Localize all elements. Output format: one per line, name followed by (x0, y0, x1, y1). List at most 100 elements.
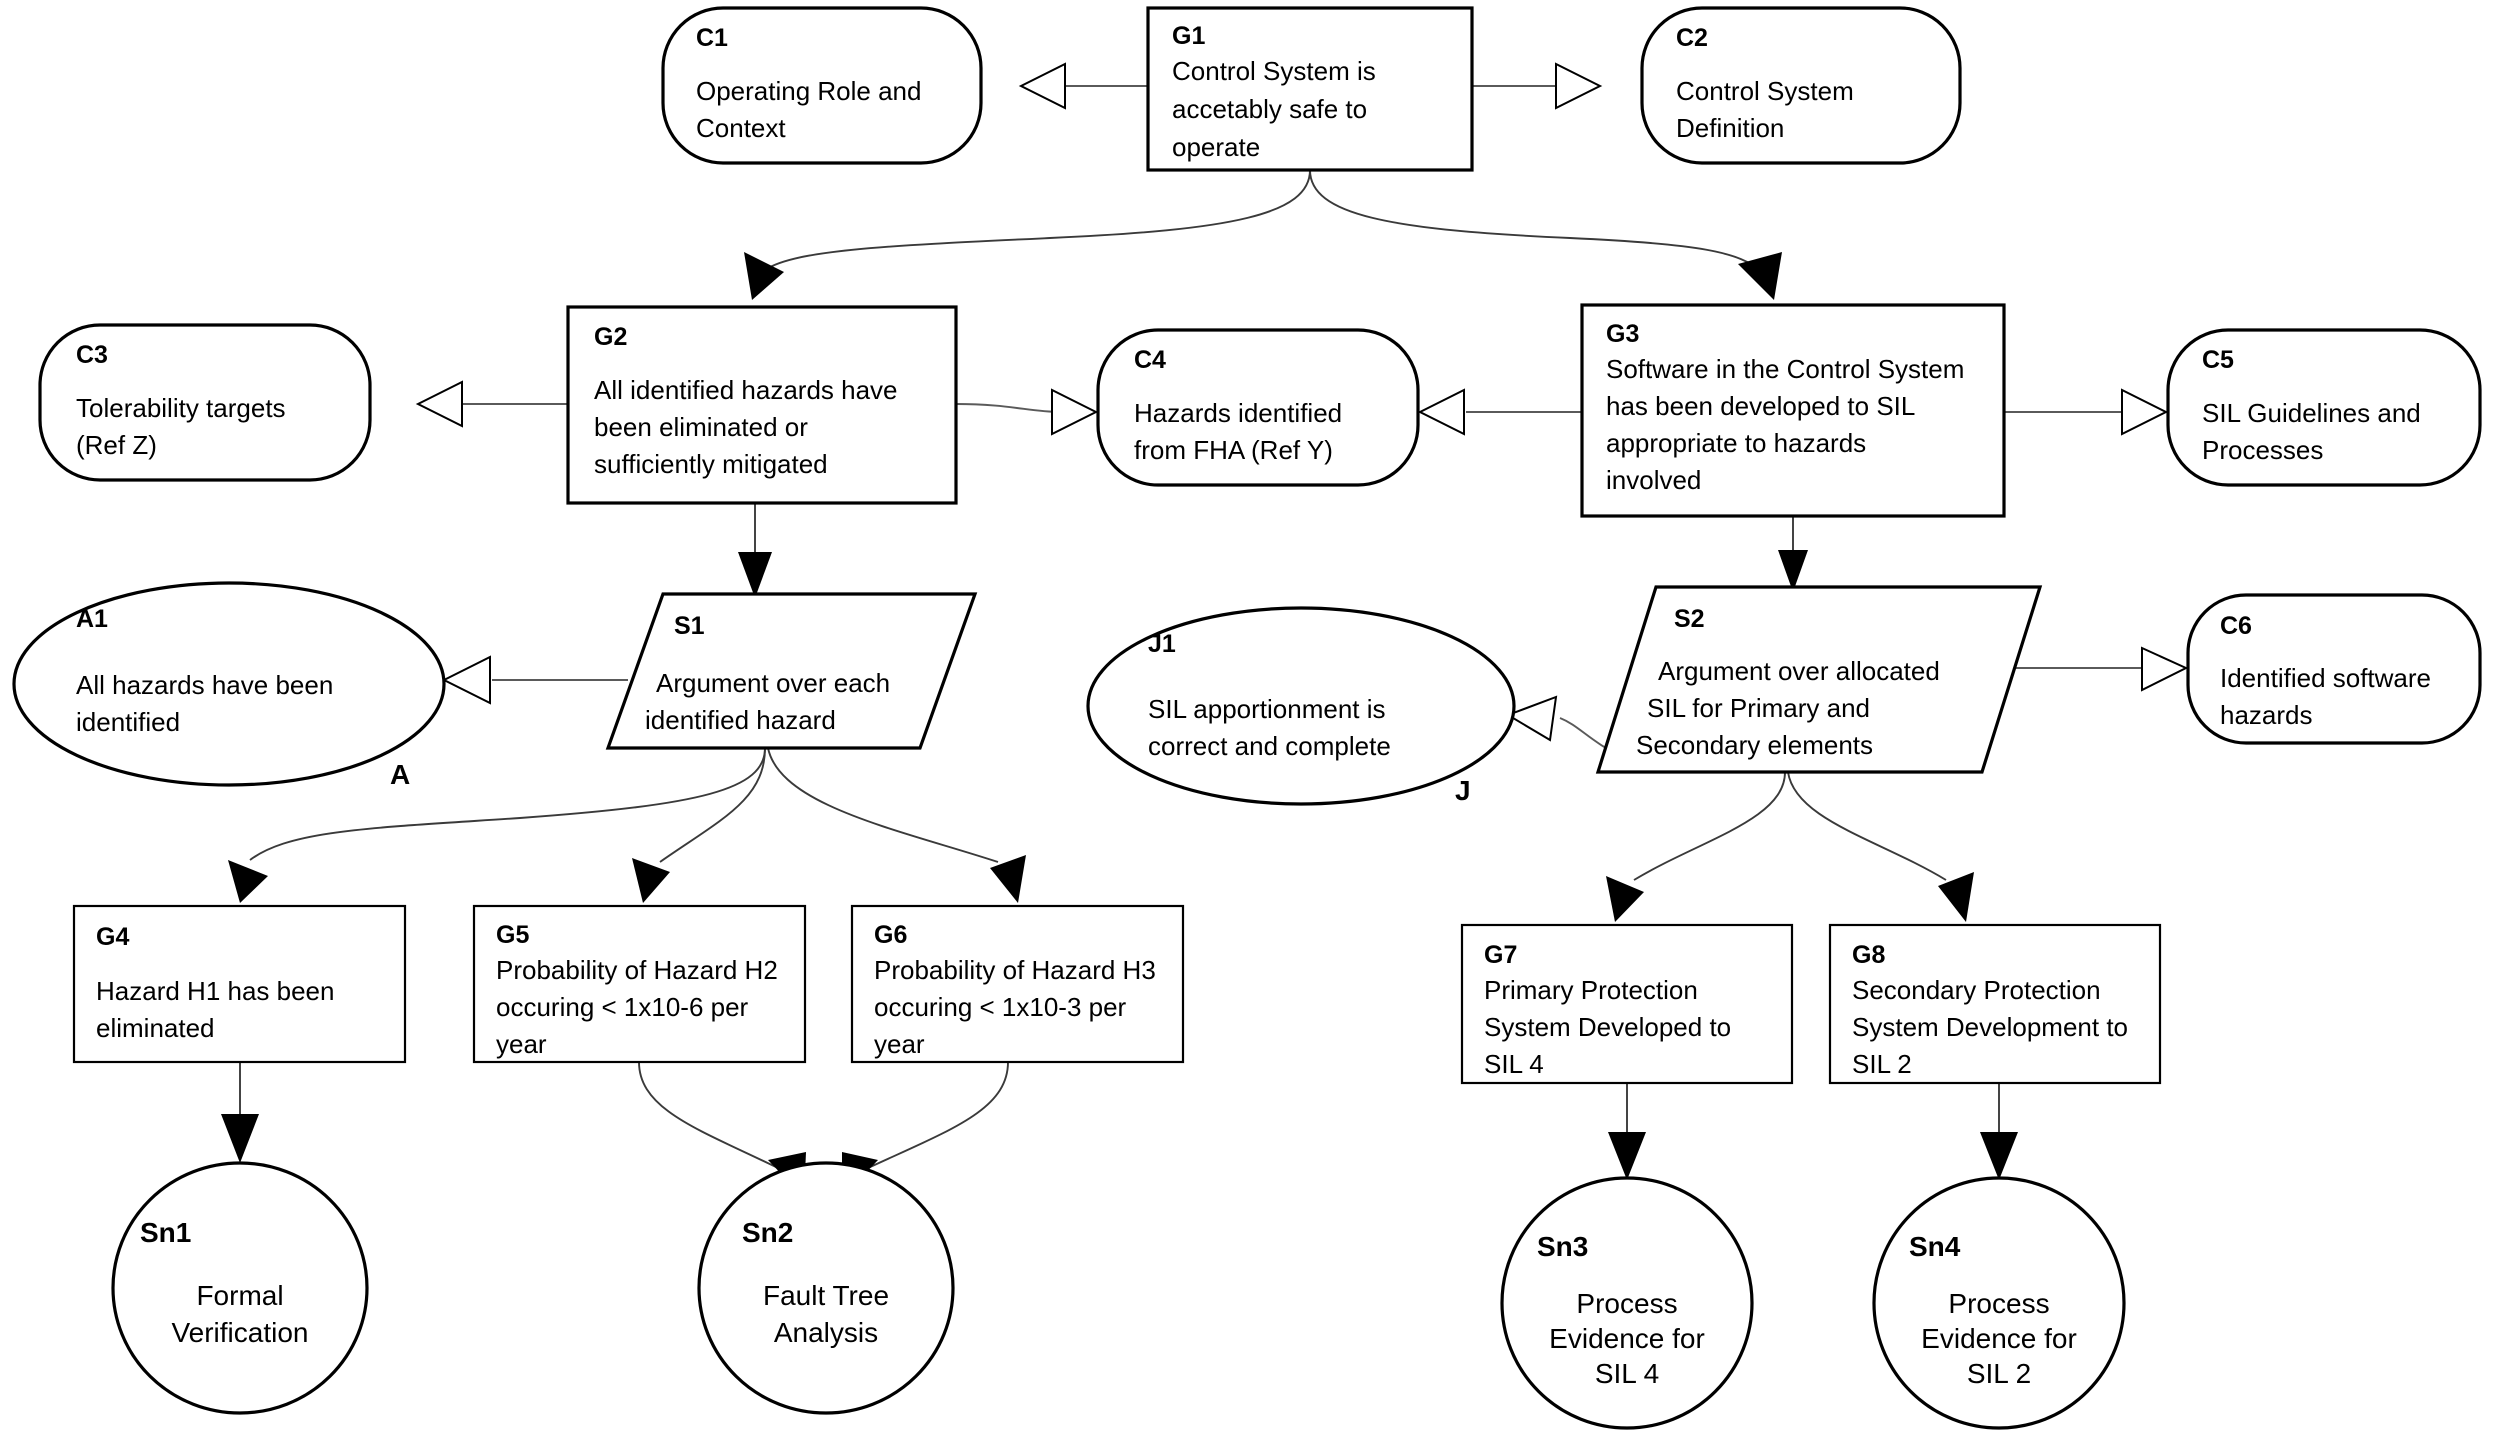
g1-shape[interactable] (1146, 6, 1474, 172)
sn3-id: Sn3 (1537, 1231, 1588, 1262)
c3-line-2: (Ref Z) (76, 430, 157, 460)
c3-id: C3 (76, 341, 108, 369)
node-j1[interactable]: J1 SIL apportionment is correct and comp… (1086, 606, 1516, 806)
s1-line-2: identified hazard (645, 705, 836, 735)
g2-line-1: All identified hazards have (594, 375, 898, 405)
g3-shape[interactable] (1580, 303, 2006, 518)
g5-id: G5 (496, 921, 529, 949)
edge-s1-g6 (767, 747, 1026, 903)
j1-shape[interactable] (1086, 606, 1516, 806)
g8-shape[interactable] (1828, 923, 2162, 1085)
sn4-shape[interactable] (1872, 1176, 2126, 1430)
node-c4[interactable]: C4 Hazards identified from FHA (Ref Y) (1096, 328, 1420, 487)
edge-g1-c1 (1018, 62, 1148, 110)
node-g6[interactable]: G6 Probability of Hazard H3 occuring < 1… (850, 904, 1185, 1064)
g7-id: G7 (1484, 941, 1517, 969)
g7-line-3: SIL 4 (1484, 1049, 1544, 1079)
c2-id: C2 (1676, 24, 1708, 52)
sn1-line-1: Formal (196, 1280, 283, 1311)
c6-shape[interactable] (2186, 593, 2482, 745)
node-a1[interactable]: A1 All hazards have been identified A (12, 581, 446, 790)
g3-line-3: appropriate to hazards (1606, 428, 1866, 458)
sn3-line-2: Evidence for (1549, 1323, 1705, 1354)
g6-id: G6 (874, 921, 907, 949)
sn3-line-1: Process (1576, 1288, 1677, 1319)
s2-line-1: Argument over allocated (1658, 656, 1940, 686)
edge-s1-g5 (632, 747, 766, 903)
sn4-line-1: Process (1948, 1288, 2049, 1319)
g5-line-2: occuring < 1x10-6 per (496, 992, 749, 1022)
node-sn3[interactable]: Sn3 Process Evidence for SIL 4 (1500, 1176, 1754, 1430)
node-c3[interactable]: C3 Tolerability targets (Ref Z) (38, 323, 372, 482)
s2-id: S2 (1674, 605, 1705, 633)
c6-id: C6 (2220, 612, 2252, 640)
g6-shape[interactable] (850, 904, 1185, 1064)
c5-line-1: SIL Guidelines and (2202, 398, 2421, 428)
edge-g1-c2 (1472, 62, 1603, 110)
node-c1[interactable]: C1 Operating Role and Context (661, 6, 983, 165)
c1-shape[interactable] (661, 6, 983, 165)
g5-shape[interactable] (472, 904, 807, 1064)
g4-id: G4 (96, 923, 129, 951)
s1-line-1: Argument over each (656, 668, 890, 698)
node-g3[interactable]: G3 Software in the Control System has be… (1580, 303, 2006, 518)
g7-shape[interactable] (1460, 923, 1794, 1085)
a1-assumption-mark: A (390, 759, 410, 790)
c3-shape[interactable] (38, 323, 372, 482)
g1-id: G1 (1172, 22, 1205, 50)
node-g5[interactable]: G5 Probability of Hazard H2 occuring < 1… (472, 904, 807, 1064)
edge-s2-g7 (1606, 771, 1786, 922)
g8-id: G8 (1852, 941, 1885, 969)
edge-g3-c4 (1417, 388, 1582, 436)
g8-line-1: Secondary Protection (1852, 975, 2101, 1005)
g4-shape[interactable] (72, 904, 407, 1064)
node-g4[interactable]: G4 Hazard H1 has been eliminated (72, 904, 407, 1064)
sn1-shape[interactable] (111, 1161, 369, 1415)
s1-shape[interactable] (605, 592, 978, 750)
c5-shape[interactable] (2166, 328, 2482, 487)
sn3-shape[interactable] (1500, 1176, 1754, 1430)
node-sn2[interactable]: Sn2 Fault Tree Analysis (697, 1161, 955, 1415)
g1-line-1: Control System is (1172, 56, 1376, 86)
c3-line-1: Tolerability targets (76, 393, 286, 423)
node-c6[interactable]: C6 Identified software hazards (2186, 593, 2482, 745)
node-sn4[interactable]: Sn4 Process Evidence for SIL 2 (1872, 1176, 2126, 1430)
sn2-shape[interactable] (697, 1161, 955, 1415)
node-c5[interactable]: C5 SIL Guidelines and Processes (2166, 328, 2482, 487)
edge-s2-g8 (1787, 771, 1974, 922)
c1-line-2: Context (696, 113, 786, 143)
c4-shape[interactable] (1096, 328, 1420, 487)
c2-line-1: Control System (1676, 76, 1854, 106)
node-g1[interactable]: G1 Control System is accetably safe to o… (1146, 6, 1474, 172)
s2-shape[interactable] (1595, 585, 2043, 774)
node-g2[interactable]: G2 All identified hazards have been elim… (566, 305, 958, 505)
g7-line-2: System Developed to (1484, 1012, 1731, 1042)
node-s2[interactable]: S2 Argument over allocated SIL for Prima… (1595, 585, 2043, 774)
g2-id: G2 (594, 323, 627, 351)
g2-shape[interactable] (566, 305, 958, 505)
a1-line-2: identified (76, 707, 180, 737)
c2-shape[interactable] (1640, 6, 1962, 165)
c4-id: C4 (1134, 346, 1166, 374)
c6-line-2: hazards (2220, 700, 2313, 730)
g6-line-3: year (874, 1029, 925, 1059)
g4-line-1: Hazard H1 has been (96, 976, 334, 1006)
c4-line-1: Hazards identified (1134, 398, 1342, 428)
node-sn1[interactable]: Sn1 Formal Verification (111, 1161, 369, 1415)
node-c2[interactable]: C2 Control System Definition (1640, 6, 1962, 165)
node-g7[interactable]: G7 Primary Protection System Developed t… (1460, 923, 1794, 1085)
g3-line-4: involved (1606, 465, 1701, 495)
sn4-line-3: SIL 2 (1967, 1358, 2031, 1389)
node-g8[interactable]: G8 Secondary Protection System Developme… (1828, 923, 2162, 1085)
c5-id: C5 (2202, 346, 2234, 374)
s2-line-2: SIL for Primary and (1647, 693, 1870, 723)
a1-shape[interactable] (12, 581, 446, 787)
a1-line-1: All hazards have been (76, 670, 333, 700)
sn1-line-2: Verification (172, 1317, 309, 1348)
sn2-line-1: Fault Tree (763, 1280, 889, 1311)
node-s1[interactable]: S1 Argument over each identified hazard (605, 592, 978, 750)
j1-line-2: correct and complete (1148, 731, 1391, 761)
edge-g3-c5 (2004, 388, 2169, 436)
c4-line-2: from FHA (Ref Y) (1134, 435, 1333, 465)
edge-g1-g2 (744, 169, 1311, 300)
